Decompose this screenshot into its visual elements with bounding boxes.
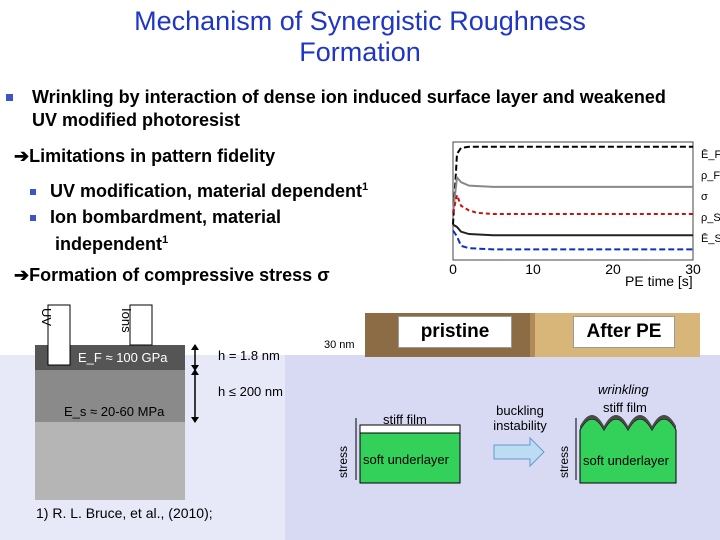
reference-text: 1) R. L. Bruce, et al., (2010); [36, 505, 213, 521]
buckling-label: buckling instability [493, 403, 547, 433]
chart-legend-label-2: σ [701, 191, 708, 203]
chart-legend-label-0: Ē_F [701, 149, 720, 161]
wrinkled-film [580, 415, 676, 430]
chart-legend-group: Ē_F ρ_F σ ρ_S Ē_S [701, 149, 720, 245]
stress-label: stress [336, 445, 350, 478]
stress-label-2: stress [557, 445, 571, 478]
chart-legend-label-3: ρ_S [701, 212, 720, 224]
bulk-layer-rect [35, 422, 185, 500]
stiff-film-label-2: stiff film [603, 400, 647, 415]
chart-series-line-1 [452, 174, 693, 213]
uv-bar [47, 304, 71, 366]
es-label: E_s ≈ 20-60 MPa [64, 404, 165, 419]
chart-x-tick-1: 10 [525, 261, 541, 277]
arrow-right-icon: ➔ [14, 146, 30, 166]
bullet-square-icon [30, 189, 36, 196]
chart-series-line-3 [452, 223, 693, 237]
chart-x-tick-0: 0 [449, 261, 457, 277]
chart-legend-label-4: Ē_S [701, 233, 720, 245]
wrinkling-label: wrinkling [598, 382, 649, 397]
arrow-line-2-text: Formation of compressive stress σ [29, 265, 330, 285]
chart-series-line-2 [452, 191, 693, 215]
sub-bullet-2-cont: independent1 [55, 229, 168, 255]
chart-legend-label-1: ρ_F [701, 170, 720, 182]
title-line-2: Formation [299, 37, 421, 67]
layer-diagram [35, 304, 199, 500]
chart-series-group [452, 145, 693, 251]
title-line-1: Mechanism of Synergistic Roughness [134, 6, 586, 36]
chart-x-label: PE time [s] [625, 273, 693, 289]
arrow-line-1-text: Limitations in pattern fidelity [29, 146, 276, 166]
sub-bullet-1-text: UV modification, material dependent [50, 181, 363, 201]
chart-x-tick-2: 20 [605, 261, 621, 277]
h2-label: h ≤ 200 nm [218, 384, 283, 399]
arrow-line-1: ➔Limitations in pattern fidelity [14, 145, 275, 167]
sub-bullet-2-text-line2: independent [55, 234, 162, 254]
chart-ticks-group: 0 10 20 30 [449, 261, 701, 277]
after-pe-label: After PE [573, 316, 675, 348]
arrow-down-icon [191, 365, 199, 371]
wrinkled-underlayer [579, 418, 677, 484]
chart-series-line-4 [452, 229, 693, 251]
uv-label: UV [39, 308, 54, 327]
arrow-right-icon [493, 436, 545, 468]
h1-label: h = 1.8 nm [218, 348, 280, 363]
ef-label: E_F ≈ 100 GPa [78, 350, 168, 365]
arrow-down-icon [191, 417, 199, 423]
stress-chart: 0 10 20 30 Ē_F ρ_F σ ρ_S Ē_S PE time [s] [449, 141, 720, 289]
buckling-diagram [355, 415, 677, 484]
soft-underlayer-label-2: soft underlayer [583, 453, 669, 468]
chart-series-line-0 [452, 145, 693, 225]
scale-label: 30 nm [324, 339, 355, 351]
modified-layer-rect [35, 370, 185, 422]
bullet-square-icon [30, 215, 36, 222]
main-bullet-text: Wrinkling by interaction of dense ion in… [32, 87, 666, 130]
soft-underlayer-label: soft underlayer [363, 452, 449, 467]
chart-x-tick-3: 30 [685, 261, 701, 277]
page-title: Mechanism of Synergistic Roughness Forma… [0, 6, 720, 68]
arrow-up-icon [191, 344, 199, 350]
arrow-line-2: ➔Formation of compressive stress σ [14, 264, 330, 286]
footnote-marker: 1 [162, 234, 169, 246]
sub-bullet-2: Ion bombardment, material [30, 206, 281, 228]
arrow-right-icon: ➔ [14, 265, 30, 285]
stiff-film-label: stiff film [383, 412, 427, 427]
sub-bullet-1: UV modification, material dependent1 [30, 176, 368, 202]
soft-underlayer-rect [359, 432, 461, 484]
footnote-marker: 1 [362, 181, 369, 193]
ions-bar [129, 304, 153, 346]
chart-plot-frame [452, 141, 694, 261]
bullet-square-icon [6, 94, 13, 101]
sub-bullet-2-text-line1: Ion bombardment, material [50, 207, 282, 227]
pristine-label: pristine [398, 316, 512, 348]
arrow-up-icon [191, 369, 199, 375]
